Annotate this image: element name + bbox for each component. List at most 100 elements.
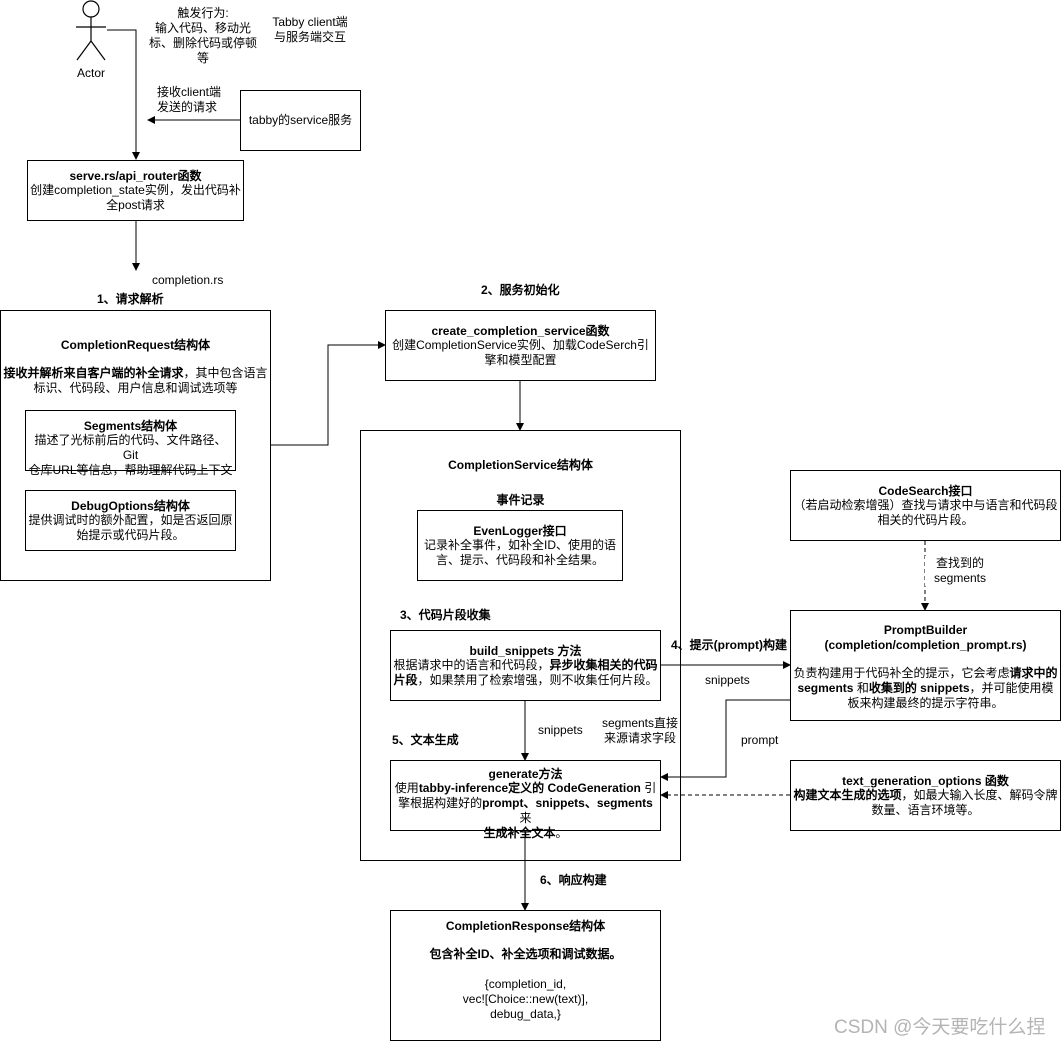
desc-text: 。 — [555, 826, 568, 840]
found-line: 查找到的 — [935, 556, 984, 570]
desc-line: 擎和模型配置 — [484, 353, 557, 367]
desc-text: 使用 — [394, 781, 419, 795]
desc-line: 标识、代码段、用户信息和调试选项等 — [33, 381, 238, 395]
edge-label-snippets-right: snippets — [705, 673, 750, 687]
prompt-builder-title: PromptBuilder (completion/completion_pro… — [791, 623, 1060, 653]
tabby-service-box: tabby的service服务 — [240, 90, 361, 151]
step-4-label: 4、提示(prompt)构建 — [671, 638, 787, 652]
interaction-line: 与服务端交互 — [273, 30, 346, 44]
code-search-desc: （若启动检索增强）查找与请求中与语言和代码段 相关的代码片段。 — [791, 498, 1060, 528]
receive-line: 发送的请求 — [157, 100, 218, 114]
create-service-desc: 创建CompletionService实例、加载CodeSerch引 擎和模型配… — [386, 338, 655, 368]
desc-bold: 生成补全文本 — [483, 826, 556, 840]
segments-direct-line: 来源请求字段 — [603, 731, 676, 745]
desc-line: 言、提示、代码段和补全结果。 — [435, 553, 604, 567]
trigger-line: 输入代码、移动光 — [154, 21, 251, 35]
prompt-builder-box: PromptBuilder (completion/completion_pro… — [790, 610, 1061, 721]
step-5-label: 5、文本生成 — [392, 733, 459, 747]
segments-direct-line: segments直接 — [601, 716, 679, 730]
build-snippets-title: build_snippets 方法 — [469, 644, 582, 658]
found-segments-label: 查找到的 segments — [925, 556, 995, 586]
title-line: PromptBuilder — [883, 623, 968, 637]
trigger-line: 标、删除代码或停顿 — [148, 36, 257, 50]
watermark: CSDN @今天要吃什么捏 — [834, 1017, 1046, 1038]
create-service-box: create_completion_service函数 创建Completion… — [385, 310, 656, 381]
completion-response-box: CompletionResponse结构体 包含补全ID、补全选项和调试数据。 … — [390, 910, 661, 1041]
receive-line: 接收client端 — [157, 85, 222, 99]
edge-actor-to-router — [107, 29, 140, 160]
generate-box: generate方法 使用tabby-inference定义的 CodeGene… — [390, 760, 661, 840]
code-search-box: CodeSearch接口 （若启动检索增强）查找与请求中与语言和代码段 相关的代… — [790, 470, 1061, 541]
desc-line: 数量、语言环境等。 — [871, 803, 980, 817]
even-logger-title: EvenLogger接口 — [473, 524, 567, 538]
code-search-title: CodeSearch接口 — [878, 484, 973, 498]
completion-response-title: CompletionResponse结构体 — [445, 919, 606, 933]
desc-bold: 异步收集相关的代码 — [549, 658, 658, 672]
receive-note: 接收client端 发送的请求 — [157, 85, 247, 115]
desc-line: （若启动检索增强）查找与请求中与语言和代码段 — [793, 498, 1058, 512]
desc-text: ，并可能使用模 — [969, 681, 1054, 695]
desc-text: ，如果禁用了检索增强，则不收集任何片段。 — [417, 673, 658, 687]
debug-options-box: DebugOptions结构体 提供调试时的额外配置，如是否返回原 始提示或代码… — [25, 490, 236, 551]
desc-line: 提供调试时的额外配置，如是否返回原 — [28, 513, 233, 527]
completion-response-summary: 包含补全ID、补全选项和调试数据。 — [429, 947, 622, 961]
interaction-line: Tabby client端 — [272, 15, 348, 29]
completion-request-title: CompletionRequest结构体 — [60, 338, 211, 352]
desc-line: 记录补全事件，如补全ID、使用的语 — [423, 538, 616, 552]
step-1-label: 1、请求解析 — [97, 292, 164, 306]
generate-title: generate方法 — [488, 767, 563, 781]
desc-text: 引 — [640, 781, 657, 795]
even-logger-desc: 记录补全事件，如补全ID、使用的语 言、提示、代码段和补全结果。 — [418, 538, 622, 568]
desc-text: 根据请求中的语言和代码段， — [393, 658, 550, 672]
desc-text: 和 — [853, 681, 869, 695]
text-gen-options-desc: 构建文本生成的选项，如最大输入长度、解码令牌 数量、语言环境等。 — [791, 788, 1060, 818]
tabby-service-label: tabby的service服务 — [248, 113, 353, 127]
event-record-label: 事件记录 — [496, 493, 545, 507]
desc-line: 全post请求 — [106, 198, 165, 212]
trigger-note: 触发行为: 输入代码、移动光 标、删除代码或停顿 等 — [143, 6, 263, 66]
desc-bold: 接收并解析来自客户端的补全请求 — [3, 366, 184, 380]
edge-label-segments-direct: segments直接 来源请求字段 — [596, 716, 684, 746]
edge-label-prompt: prompt — [741, 733, 779, 747]
desc-line: 创建completion_state实例，发出代码补 — [30, 183, 241, 197]
desc-text: 擎根据构建好的 — [398, 796, 483, 810]
generate-desc: 使用tabby-inference定义的 CodeGeneration 引 擎根… — [391, 781, 660, 841]
desc-text: ，如最大输入长度、解码令牌 — [901, 788, 1058, 802]
text-gen-options-box: text_generation_options 函数 构建文本生成的选项，如最大… — [790, 760, 1061, 831]
actor-label: Actor — [76, 66, 105, 80]
desc-text: 负责构建用于代码补全的提示，它会考虑 — [793, 666, 1010, 680]
completion-rs-label: completion.rs — [152, 273, 224, 287]
api-router-title: serve.rs/api_router函数 — [69, 169, 202, 183]
desc-bold: 收集到的 snippets — [868, 681, 970, 695]
segments-desc: 描述了光标前后的代码、文件路径、Git 仓库URL等信息，帮助理解代码上下文 — [26, 433, 235, 478]
edge-prompt-to-generate — [660, 699, 790, 781]
edge-label-snippets-down: snippets — [538, 723, 583, 737]
desc-line: 仓库URL等信息，帮助理解代码上下文 — [28, 463, 233, 477]
desc-bold: 构建文本生成的选项 — [793, 788, 902, 802]
completion-service-title: CompletionService结构体 — [448, 458, 593, 472]
even-logger-box: EvenLogger接口 记录补全事件，如补全ID、使用的语 言、提示、代码段和… — [417, 510, 623, 581]
desc-bold: prompt、snippets、segments — [482, 796, 653, 810]
desc-line: 板来构建最终的提示字符串。 — [847, 696, 1004, 710]
completion-request-desc: 接收并解析来自客户端的补全请求，其中包含语言 标识、代码段、用户信息和调试选项等 — [1, 366, 270, 396]
edge-request-to-create-service — [271, 341, 386, 446]
desc-bold: 片段 — [393, 673, 418, 687]
step-6-label: 6、响应构建 — [540, 873, 607, 887]
desc-line: 相关的代码片段。 — [877, 513, 974, 527]
api-router-box: serve.rs/api_router函数 创建completion_state… — [27, 160, 244, 221]
code-line: debug_data,} — [490, 1007, 561, 1021]
completion-service-box: CompletionService结构体 事件记录 — [360, 430, 681, 861]
debug-options-title: DebugOptions结构体 — [71, 499, 190, 513]
build-snippets-box: build_snippets 方法 根据请求中的语言和代码段，异步收集相关的代码… — [390, 630, 661, 701]
api-router-desc: 创建completion_state实例，发出代码补 全post请求 — [28, 183, 243, 213]
desc-line: 描述了光标前后的代码、文件路径、Git — [34, 433, 227, 462]
prompt-builder-desc: 负责构建用于代码补全的提示，它会考虑请求中的 segments 和收集到的 sn… — [791, 666, 1060, 711]
desc-line: 始提示或代码片段。 — [76, 528, 185, 542]
code-line: {completion_id, — [484, 977, 567, 991]
build-snippets-desc: 根据请求中的语言和代码段，异步收集相关的代码 片段，如果禁用了检索增强，则不收集… — [391, 658, 660, 688]
segments-title: Segments结构体 — [83, 419, 178, 433]
interaction-note: Tabby client端 与服务端交互 — [262, 15, 358, 45]
trigger-line: 触发行为: — [177, 6, 229, 20]
trigger-line: 等 — [196, 51, 209, 65]
found-line: segments — [933, 571, 987, 585]
